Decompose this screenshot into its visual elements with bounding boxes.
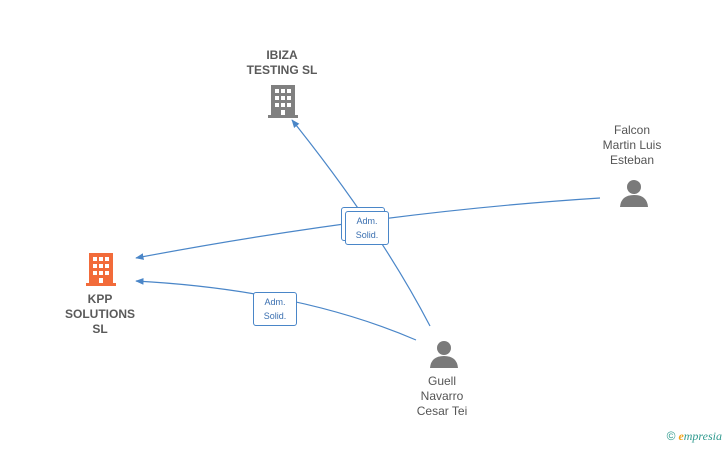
badge-line-2: Solid. bbox=[263, 311, 287, 321]
node-label-ibiza: IBIZA TESTING SL bbox=[246, 48, 318, 77]
badge-line-2: Solid. bbox=[355, 230, 379, 240]
node-label-guell: Guell Navarro Cesar Tei bbox=[416, 374, 468, 418]
building-highlight-icon[interactable] bbox=[84, 251, 118, 287]
node-label-kpp: KPP SOLUTIONS SL bbox=[64, 292, 135, 336]
person-icon[interactable] bbox=[619, 178, 649, 208]
brand-watermark: © empresia bbox=[667, 429, 722, 444]
badge-line-1: Adm. bbox=[264, 297, 286, 307]
relation-badge-lower[interactable]: Adm. Solid. bbox=[253, 292, 297, 326]
copyright-icon: © bbox=[666, 429, 676, 443]
brand-name: mpresia bbox=[683, 429, 722, 443]
building-icon[interactable] bbox=[266, 83, 300, 119]
brand-initial: e bbox=[678, 429, 684, 443]
node-label-falcon: Falcon Martin Luis Esteban bbox=[602, 123, 662, 167]
relation-badge-center[interactable]: Adm. Solid. bbox=[345, 211, 389, 245]
badge-line-1: Adm. bbox=[356, 216, 378, 226]
person-icon[interactable] bbox=[429, 339, 459, 369]
